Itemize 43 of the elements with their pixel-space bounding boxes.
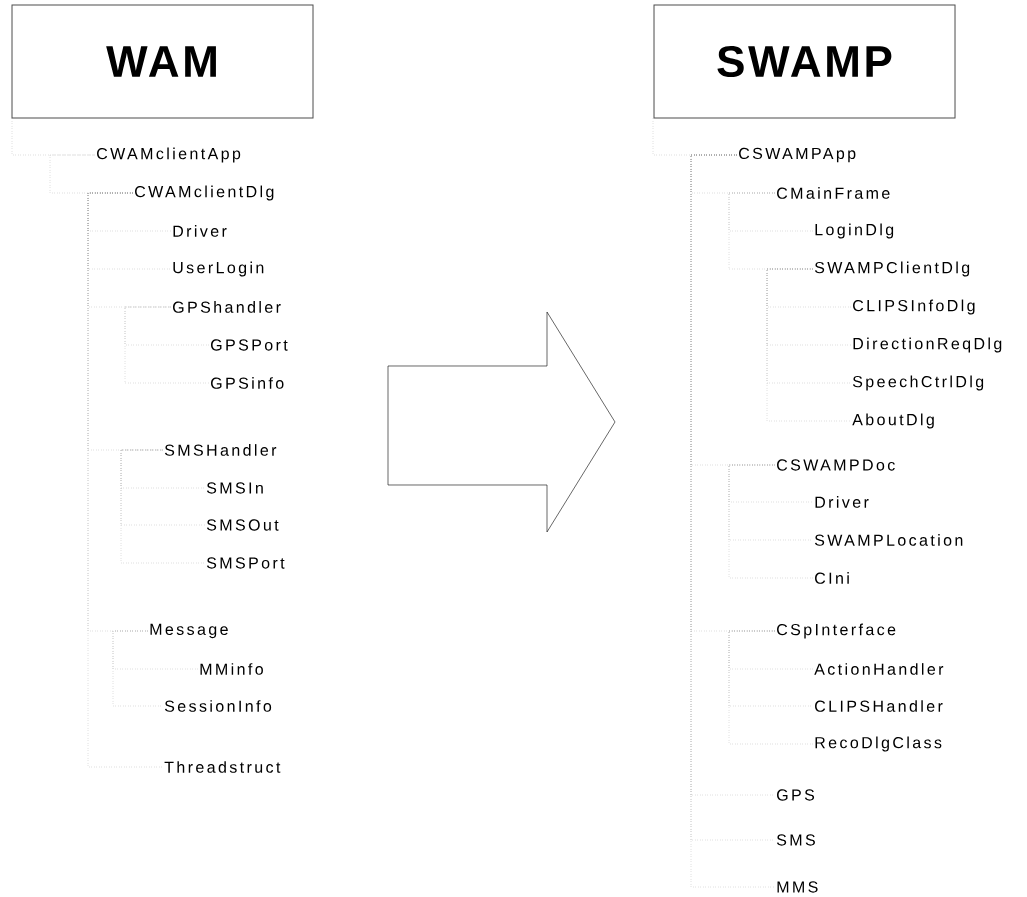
class-name: SMSOut	[206, 519, 279, 531]
tree-connector	[652, 118, 738, 156]
class-name: Message	[150, 623, 228, 639]
class-name: Threadstruct	[164, 761, 281, 773]
tree-connector	[87, 192, 164, 768]
class-name: CWAMclientApp	[97, 147, 241, 163]
class-name: CLIPSHandler	[815, 700, 943, 712]
class-name: CSWAMPApp	[739, 147, 856, 163]
class-name: AboutDlg	[852, 413, 934, 429]
class-name: CMainFrame	[777, 187, 890, 199]
class-name: CLIPSInfoDlg	[853, 299, 975, 315]
class-name: LoginDlg	[815, 223, 894, 239]
title-box: WAM	[11, 4, 314, 119]
class-name: CSWAMPDoc	[777, 459, 895, 471]
class-name: SMS	[776, 834, 815, 846]
class-name: SMSHandler	[164, 444, 277, 456]
class-name: ActionHandler	[814, 663, 944, 675]
class-name: CSpInterface	[777, 623, 896, 639]
class-name: Driver	[815, 496, 869, 508]
class-name: SpeechCtrlDlg	[852, 375, 984, 391]
class-name: SMSIn	[206, 482, 263, 494]
class-name: UserLogin	[173, 261, 264, 277]
class-name: GPShandler	[173, 301, 281, 313]
class-name: SWAMPLocation	[814, 534, 963, 546]
class-name: GPSPort	[211, 339, 288, 351]
class-name: DirectionReqDlg	[853, 337, 1002, 353]
title-box: SWAMP	[653, 4, 956, 119]
class-name: MMinfo	[200, 663, 263, 675]
class-name: MMS	[777, 881, 818, 893]
class-name: GPS	[777, 789, 815, 801]
tree-connector	[766, 268, 852, 422]
tree-connector	[124, 306, 210, 384]
tree-connector	[728, 192, 814, 270]
class-name: SessionInfo	[164, 700, 272, 712]
tree-connector	[49, 154, 134, 194]
class-name: CIni	[815, 572, 849, 584]
tree-connector	[112, 630, 164, 707]
class-name: RecoDlgClass	[815, 736, 942, 752]
class-name: CWAMclientDlg	[135, 185, 274, 201]
class-name: SMSPort	[206, 557, 285, 569]
class-name: Driver	[173, 225, 227, 237]
class-name: GPSinfo	[211, 377, 284, 389]
class-name: SWAMPClientDlg	[814, 261, 970, 277]
